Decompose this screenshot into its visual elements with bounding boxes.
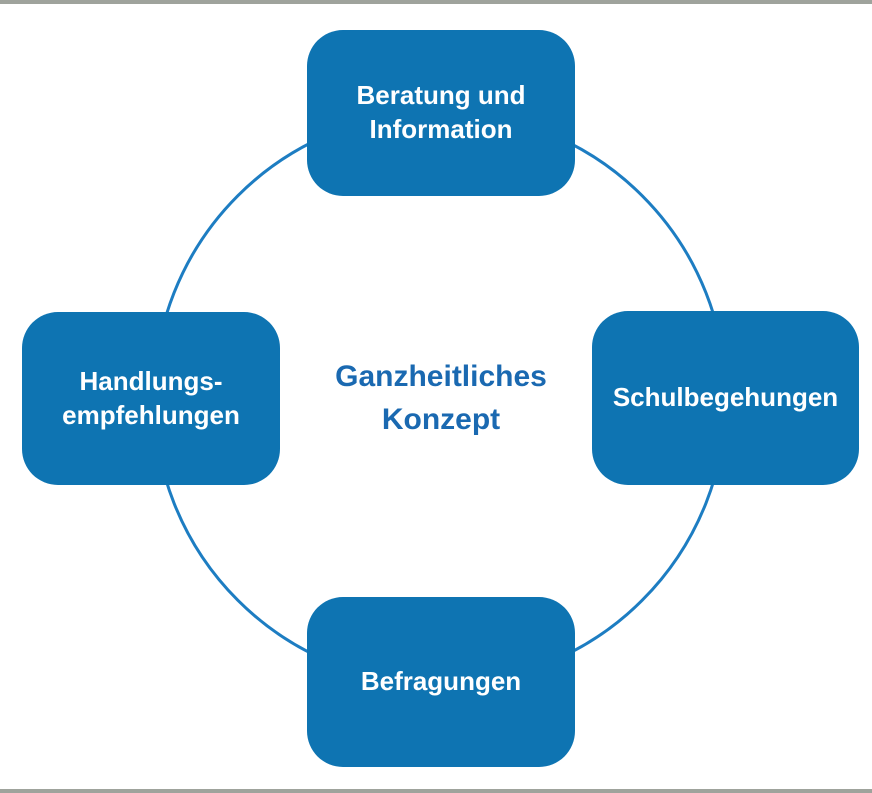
center-title: Ganzheitliches Konzept — [335, 359, 547, 437]
node-schulbegehungen: Schulbegehungen — [592, 311, 859, 485]
node-label: Handlungs- empfehlungen — [62, 365, 240, 430]
node-handlungsempfehlungen: Handlungs- empfehlungen — [22, 312, 280, 485]
node-label: Schulbegehungen — [612, 382, 839, 413]
node-befragungen: Befragungen — [307, 597, 575, 767]
node-beratung-und-information: Beratung und Information — [307, 30, 575, 196]
top-border-rule — [0, 0, 872, 4]
node-label: Befragungen — [360, 666, 522, 697]
node-label: Beratung und Information — [356, 80, 526, 144]
bottom-border-rule — [0, 789, 872, 793]
